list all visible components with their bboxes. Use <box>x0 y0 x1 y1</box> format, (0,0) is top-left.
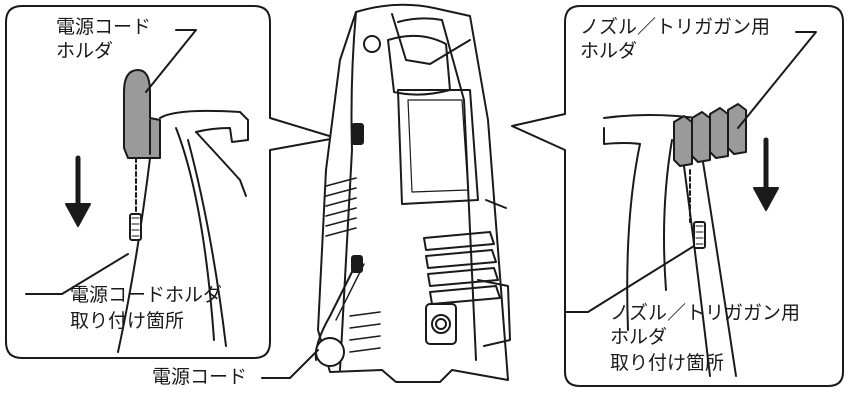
right-detail-panel <box>511 5 844 387</box>
pressure-washer-unit <box>314 3 511 383</box>
left-detail-panel <box>5 5 337 359</box>
power-cord-label: 電源コード <box>152 366 248 388</box>
nozzle-holder-mount-label-line2: ホルダ <box>610 326 668 348</box>
nozzle-holder-mount-label-line1: ノズル／トリガガン用 <box>610 302 801 324</box>
power-cord-holder-label-line1: 電源コード <box>56 16 152 38</box>
cord-leader-line <box>261 349 319 379</box>
power-cord-holder-mount-label-line1: 電源コードホルダ <box>70 284 223 306</box>
nozzle-holder-label-line2: ホルダ <box>580 40 638 62</box>
nozzle-holder-mount-label-line3: 取り付け箇所 <box>610 352 725 374</box>
power-cord-holder-label-line2: ホルダ <box>56 40 114 62</box>
power-cord-holder-mount-label-line2: 取り付け箇所 <box>70 310 185 332</box>
down-arrow-icon <box>753 187 779 211</box>
nozzle-holder-part <box>673 103 747 167</box>
down-arrow-icon <box>65 203 91 227</box>
nozzle-holder-label-line1: ノズル／トリガガン用 <box>580 16 771 38</box>
